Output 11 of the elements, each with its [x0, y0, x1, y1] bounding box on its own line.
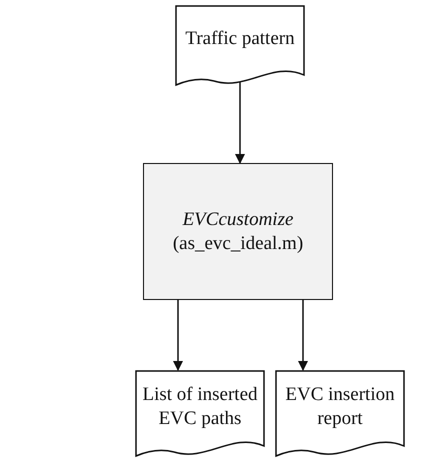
document-label: Traffic pattern — [184, 27, 296, 51]
process-name: EVCcustomize — [182, 208, 294, 232]
document-label: EVC insertion report — [284, 383, 396, 431]
process-box — [143, 163, 333, 300]
document-shape — [135, 370, 265, 458]
file-name: (as_evc_ideal.m) — [172, 232, 304, 256]
arrow — [298, 300, 308, 371]
arrow — [173, 300, 183, 371]
document-label: List of inserted EVC paths — [141, 383, 259, 431]
document-shape — [175, 5, 305, 87]
document-shape — [275, 370, 405, 458]
